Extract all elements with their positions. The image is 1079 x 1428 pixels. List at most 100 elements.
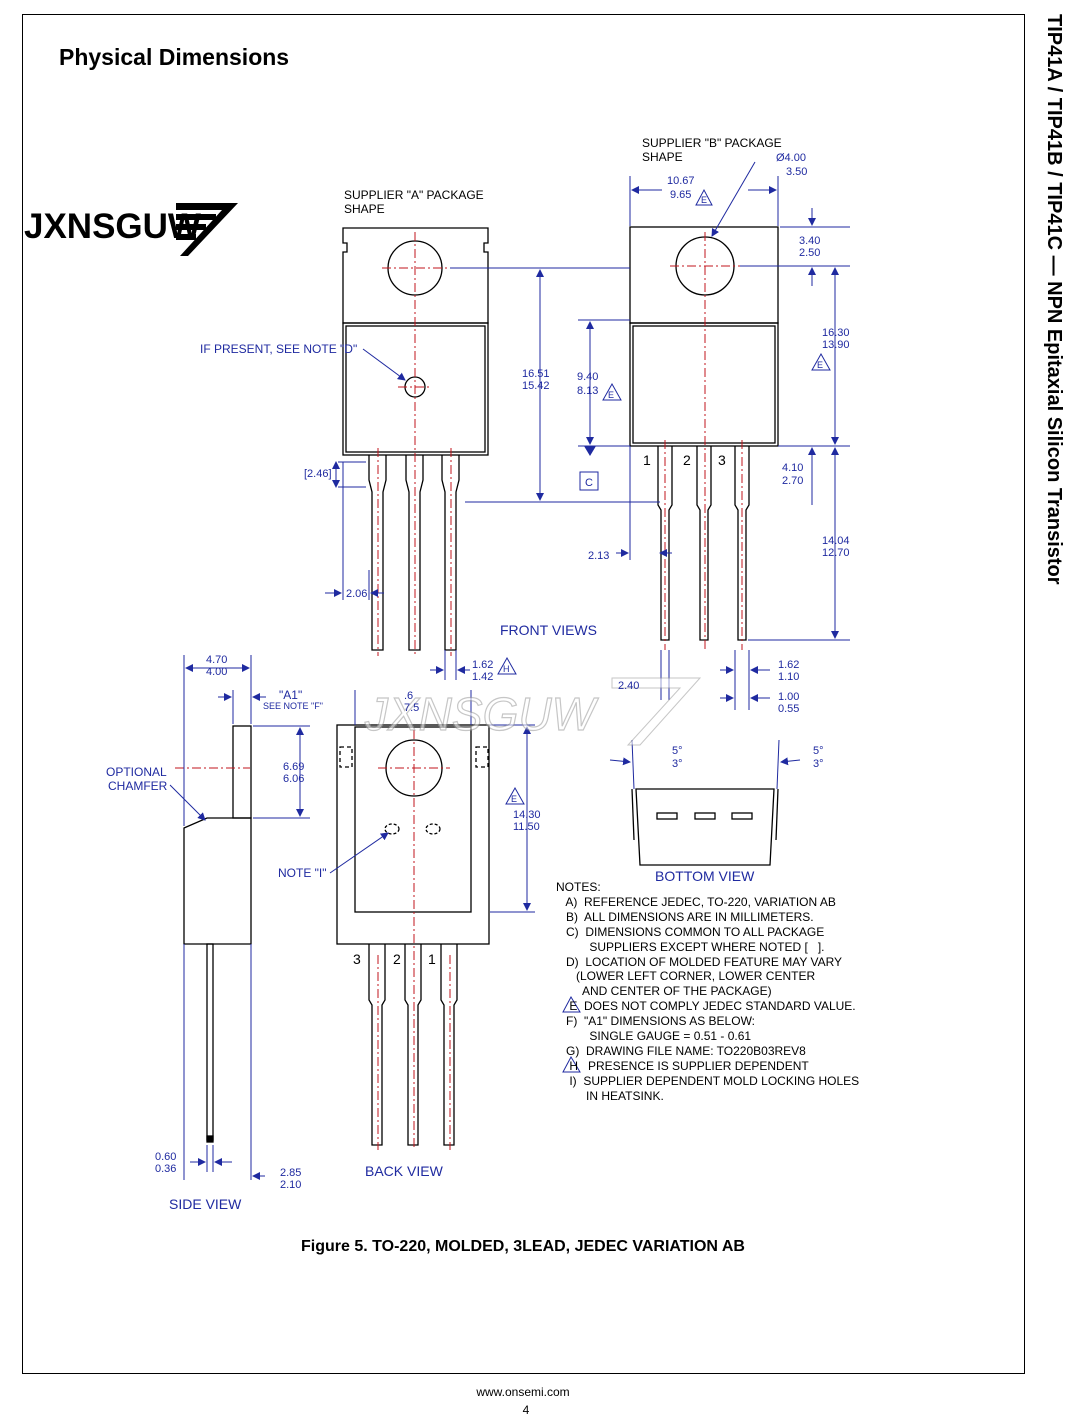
note-line: AND CENTER OF THE PACKAGE)	[556, 984, 772, 999]
note-line: E DOES NOT COMPLY JEDEC STANDARD VALUE.	[556, 999, 856, 1014]
dim-350: 3.50	[786, 166, 807, 178]
notes-block: NOTES: A) REFERENCE JEDEC, TO-220, VARIA…	[556, 880, 859, 1104]
page-frame	[22, 14, 1025, 1374]
datum-e-label-4: E	[511, 794, 517, 804]
datum-c-label: C	[585, 477, 593, 489]
dim-940: 9.40	[577, 371, 598, 383]
dim-400: 4.00	[206, 666, 227, 678]
bottom-view	[631, 788, 779, 866]
dim-75: 7.5	[404, 702, 419, 714]
dim-210: 2.10	[280, 1179, 301, 1191]
dim-162a: 1.62	[472, 659, 493, 671]
note-line: H PRESENCE IS SUPPLIER DEPENDENT	[556, 1058, 809, 1073]
label-supplier-a-2: SHAPE	[344, 202, 385, 216]
note-line: A) REFERENCE JEDEC, TO-220, VARIATION AB	[556, 894, 836, 909]
label-side-view: SIDE VIEW	[169, 1196, 242, 1212]
dim-1430: 14.30	[513, 809, 541, 821]
note-line: NOTES:	[556, 880, 601, 894]
dim-240: 2.40	[618, 680, 639, 692]
centerlines-back	[377, 730, 451, 1150]
dim-340: 3.40	[799, 235, 820, 247]
label-see-note-f: SEE NOTE "F"	[263, 701, 323, 711]
figure-caption: Figure 5. TO-220, MOLDED, 3LEAD, JEDEC V…	[301, 1238, 745, 1255]
datum-e-label-3: E	[608, 390, 614, 400]
label-chamfer: CHAMFER	[108, 779, 168, 793]
dim-206: 2.06	[346, 588, 367, 600]
note-line: SINGLE GAUGE = 0.51 - 0.61	[556, 1029, 752, 1044]
dim-6x: .6	[404, 690, 413, 702]
dim-1270: 12.70	[822, 547, 850, 559]
dim-3deg-left: 3°	[672, 758, 683, 770]
dim-3deg-right: 3°	[813, 758, 824, 770]
pin-2-back: 2	[393, 951, 401, 967]
label-bottom-view: BOTTOM VIEW	[655, 868, 755, 884]
note-line: D) LOCATION OF MOLDED FEATURE MAY VARY	[556, 954, 843, 969]
pin-1-back: 1	[428, 951, 436, 967]
datum-e-label-2: E	[817, 360, 823, 370]
label-a1: "A1"	[279, 688, 302, 702]
note-line: I) SUPPLIER DEPENDENT MOLD LOCKING HOLES	[556, 1073, 860, 1088]
dim-110: 1.10	[778, 671, 799, 683]
note-line: G) DRAWING FILE NAME: TO220B03REV8	[556, 1043, 806, 1058]
dim-965: 9.65	[670, 189, 691, 201]
dim-036: 0.36	[155, 1163, 176, 1175]
centerlines-b	[664, 232, 743, 650]
dim-669: 6.69	[283, 761, 304, 773]
label-supplier-b-2: SHAPE	[642, 150, 683, 164]
footer-url[interactable]: www.onsemi.com	[476, 1385, 570, 1399]
pin-2-front: 2	[683, 452, 691, 468]
dim-470: 4.70	[206, 654, 227, 666]
note-line: C) DIMENSIONS COMMON TO ALL PACKAGE	[556, 924, 825, 939]
page-number: 4	[522, 1403, 530, 1417]
datum-triangle-icon	[584, 446, 596, 456]
label-note-i: NOTE "I"	[278, 866, 327, 880]
logo-mark-icon	[176, 203, 238, 256]
watermark-text: JXNSGUW	[364, 688, 600, 740]
page-heading: Physical Dimensions	[59, 44, 290, 70]
note-line: SUPPLIERS EXCEPT WHERE NOTED [ ].	[556, 939, 825, 954]
pin-3-front: 3	[718, 452, 726, 468]
dim-142: 1.42	[472, 671, 493, 683]
dim-phi400: Ø4.00	[776, 152, 806, 164]
dim-410: 4.10	[782, 462, 803, 474]
dim-1150: 11.50	[513, 821, 540, 833]
dim-1390: 13.90	[822, 339, 850, 351]
logo-text: JXNSGUW	[24, 207, 201, 246]
dim-246: [2.46]	[304, 468, 332, 480]
datum-e-icons	[497, 188, 831, 1073]
front-view-supplier-b	[629, 226, 779, 641]
dim-5deg-right: 5°	[813, 745, 824, 757]
dim-813: 8.13	[577, 385, 598, 397]
label-note-d: IF PRESENT, SEE NOTE "D"	[200, 342, 357, 356]
back-view	[336, 724, 490, 1146]
label-front-views: FRONT VIEWS	[500, 622, 597, 638]
pin-3-back: 3	[353, 951, 361, 967]
label-optional: OPTIONAL	[106, 765, 167, 779]
dim-5deg-left: 5°	[672, 745, 683, 757]
dim-060: 0.60	[155, 1151, 176, 1163]
label-back-view: BACK VIEW	[365, 1163, 444, 1179]
note-line: F) "A1" DIMENSIONS AS BELOW:	[556, 1014, 756, 1029]
dim-213: 2.13	[588, 550, 609, 562]
dim-1542: 15.42	[522, 380, 550, 392]
dim-250: 2.50	[799, 247, 820, 259]
datum-h-label: H	[503, 664, 510, 674]
dim-162b: 1.62	[778, 659, 799, 671]
dim-270: 2.70	[782, 475, 803, 487]
brand-logo: JXNSGUW	[24, 203, 238, 256]
note-line: (LOWER LEFT CORNER, LOWER CENTER	[556, 969, 816, 984]
pin-1-front: 1	[643, 452, 651, 468]
note-line: IN HEATSINK.	[556, 1088, 664, 1103]
dim-1651: 16.51	[522, 368, 550, 380]
label-supplier-a: SUPPLIER "A" PACKAGE	[344, 188, 484, 202]
datum-e-label-1: E	[701, 195, 707, 205]
dim-285: 2.85	[280, 1167, 301, 1179]
dim-606: 6.06	[283, 773, 304, 785]
centerlines-a	[377, 232, 452, 656]
watermark: JXNSGUW	[363, 677, 702, 746]
dim-1630: 16.30	[822, 327, 850, 339]
dim-100: 1.00	[778, 691, 799, 703]
dim-055: 0.55	[778, 703, 799, 715]
side-view	[183, 725, 252, 1143]
note-line: B) ALL DIMENSIONS ARE IN MILLIMETERS.	[556, 909, 814, 924]
